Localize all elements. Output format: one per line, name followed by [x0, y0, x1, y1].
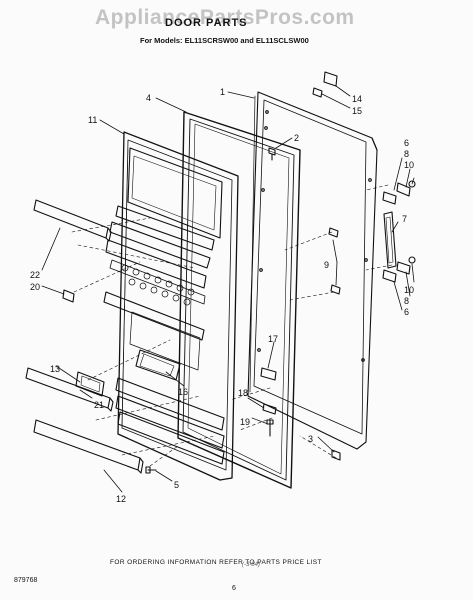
- callout-8-lower: 8: [404, 296, 409, 306]
- page-number: 6: [232, 585, 236, 592]
- hinge-bushings: [328, 227, 341, 295]
- callout-7: 7: [402, 214, 407, 224]
- bottom-trim-bar: [33, 419, 144, 474]
- callout-20: 20: [30, 282, 40, 292]
- callout-22: 22: [30, 270, 40, 280]
- callout-5: 5: [174, 480, 179, 490]
- callout-19: 19: [240, 417, 250, 427]
- callout-12: 12: [116, 494, 126, 504]
- callout-10-lower: 10: [404, 285, 414, 295]
- door-stop: [260, 367, 277, 437]
- callout-4: 4: [146, 93, 151, 103]
- leader-lines: [41, 85, 415, 493]
- screw-5: [145, 466, 157, 474]
- callout-11: 11: [88, 115, 97, 125]
- callout-10-upper: 10: [404, 160, 414, 170]
- door-handle: [383, 211, 397, 269]
- document-number: 879768: [14, 577, 38, 584]
- inner-door-liner: [103, 131, 239, 481]
- watermark: AppliancePartsPros.com: [95, 6, 355, 29]
- shelf-bracket: [75, 371, 105, 397]
- callout-6-lower: 6: [404, 307, 409, 317]
- callout-labels: 1 2 3 4 5 6 6 7 8 8 9 10 10 11 12 13 14 …: [30, 87, 414, 504]
- handle-mount-lower: [382, 256, 416, 283]
- screw-3: [331, 449, 341, 461]
- callout-1: 1: [220, 87, 225, 97]
- callout-18: 18: [238, 388, 248, 398]
- callout-9: 9: [324, 260, 329, 270]
- outer-door-panel: [247, 91, 378, 450]
- callout-16: 16: [178, 387, 188, 397]
- top-plug: [312, 71, 338, 98]
- screw-2: [268, 147, 276, 161]
- callout-14: 14: [352, 94, 362, 104]
- retainer-end-cap: [62, 289, 75, 303]
- diagram-title: DOOR PARTS: [165, 17, 248, 29]
- model-numbers: For Models: EL11SCRSW00 and EL11SCLSW00: [140, 36, 309, 45]
- callout-13: 13: [50, 364, 60, 374]
- callout-15: 15: [352, 106, 362, 116]
- ordering-note: FOR ORDERING INFORMATION REFER TO PARTS …: [110, 559, 322, 566]
- shelf-retainer-bar-upper: [33, 199, 112, 242]
- callout-21: 21: [94, 400, 104, 410]
- handwritten-note: (-3-84): [242, 562, 261, 568]
- callout-8-upper: 8: [404, 149, 409, 159]
- handle-mount-upper: [382, 180, 416, 205]
- callout-6-upper: 6: [404, 138, 409, 148]
- door-gasket: [177, 111, 301, 489]
- callout-3: 3: [308, 434, 313, 444]
- callout-2: 2: [294, 133, 299, 143]
- callout-17: 17: [268, 334, 278, 344]
